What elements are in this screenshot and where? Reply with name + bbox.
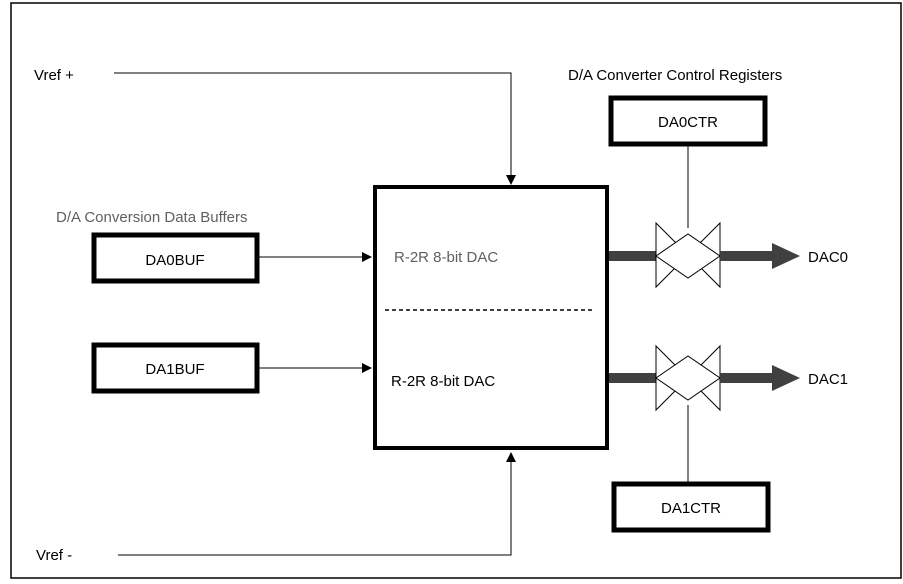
dac1-output-label: DAC1 — [808, 371, 848, 388]
dac-lower-label: R-2R 8-bit DAC — [391, 373, 495, 390]
vref-minus-label: Vref - — [36, 547, 72, 564]
dac-upper-label: R-2R 8-bit DAC — [394, 249, 498, 266]
dac1-transmission-gate — [655, 344, 721, 412]
da0buf-register — [91, 232, 260, 284]
dac0-bus-out — [720, 251, 772, 261]
dac0-arrowhead — [772, 243, 800, 269]
da1ctr-register — [611, 481, 771, 533]
control-registers-title: D/A Converter Control Registers — [568, 67, 782, 84]
vref-plus-label: Vref + — [34, 67, 74, 84]
dac0-bus-in — [609, 251, 656, 261]
data-buffers-title: D/A Conversion Data Buffers — [56, 209, 247, 226]
dac0-transmission-gate — [655, 221, 721, 289]
da1ctr-label: DA1CTR — [661, 500, 721, 517]
dac1-bus-in — [609, 373, 656, 383]
da1buf-label: DA1BUF — [145, 361, 204, 378]
vref-minus-line — [118, 452, 516, 556]
da0buf-label: DA0BUF — [145, 252, 204, 269]
da0ctr-label: DA0CTR — [658, 114, 718, 131]
dac0-output-label: DAC0 — [808, 249, 848, 266]
dac-block — [373, 185, 609, 450]
vref-plus-line — [114, 72, 516, 185]
outer-frame — [10, 2, 902, 579]
dac1-arrowhead — [772, 365, 800, 391]
dac1-bus-out — [720, 373, 772, 383]
